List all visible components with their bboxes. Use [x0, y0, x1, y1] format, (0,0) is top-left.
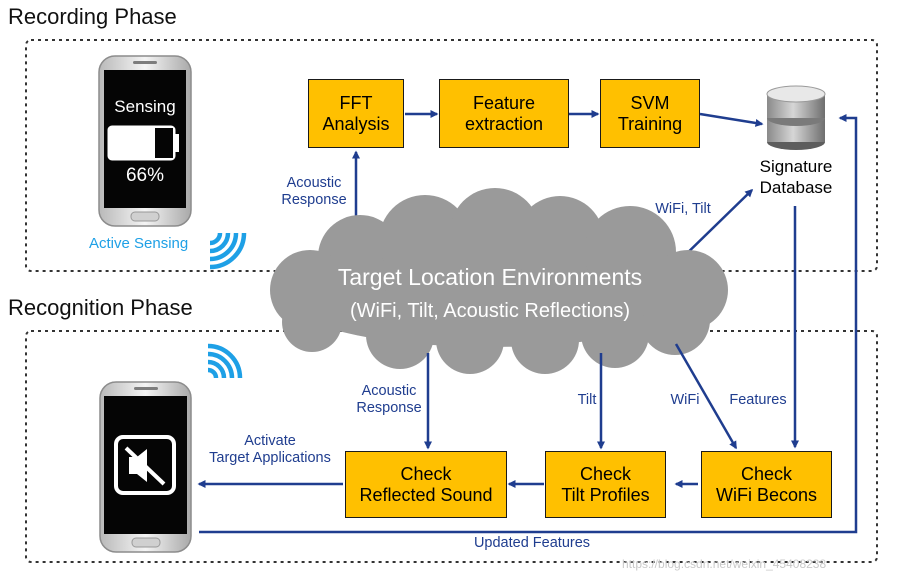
wifi-tilt-label: WiFi, Tilt	[655, 201, 711, 217]
acoustic-response-label-recording: Acoustic Response	[281, 175, 347, 208]
battery-percentage: 66%	[125, 165, 165, 186]
sensing-waves-icon	[209, 232, 247, 270]
arrow-svm-to-database	[699, 112, 764, 127]
cloud-title: Target Location Environments	[337, 264, 643, 290]
mute-icon	[114, 435, 176, 495]
svm-training-box: SVM Training	[600, 79, 700, 148]
recognition-phone	[99, 381, 192, 553]
database-icon	[766, 85, 826, 150]
cloud-subtitle: (WiFi, Tilt, Acoustic Reflections)	[349, 300, 631, 322]
check-tilt-profiles-box: Check Tilt Profiles	[545, 451, 666, 518]
acoustic-response-label-recognition: Acoustic Response	[356, 383, 422, 416]
watermark-text: https://blog.csdn.net/weixin_45408238	[622, 557, 827, 571]
check-wifi-becons-box: Check WiFi Becons	[701, 451, 832, 518]
recording-frame	[25, 39, 878, 272]
environment-cloud	[270, 188, 728, 374]
updated-features-label: Updated Features	[473, 535, 591, 551]
fft-analysis-box: FFT Analysis	[308, 79, 404, 148]
wifi-label: WiFi	[670, 392, 700, 408]
wifi-waves-icon	[207, 343, 243, 379]
recording-phone	[98, 55, 192, 227]
recognition-phase-title: Recognition Phase	[8, 295, 193, 320]
arrow-updated-features	[199, 114, 858, 534]
battery-fill	[110, 128, 155, 158]
activate-applications-label: Activate Target Applications	[209, 433, 331, 466]
features-label: Features	[729, 392, 787, 408]
tilt-label: Tilt	[577, 392, 597, 408]
phone-status-label: Sensing	[114, 97, 176, 116]
check-reflected-sound-box: Check Reflected Sound	[345, 451, 507, 518]
feature-extraction-box: Feature extraction	[439, 79, 569, 148]
active-sensing-label: Active Sensing	[89, 235, 189, 252]
recording-phase-title: Recording Phase	[8, 4, 177, 29]
arrow-cloud-to-check-wifi	[674, 343, 738, 450]
signature-database-label: Signature Database	[759, 157, 833, 197]
